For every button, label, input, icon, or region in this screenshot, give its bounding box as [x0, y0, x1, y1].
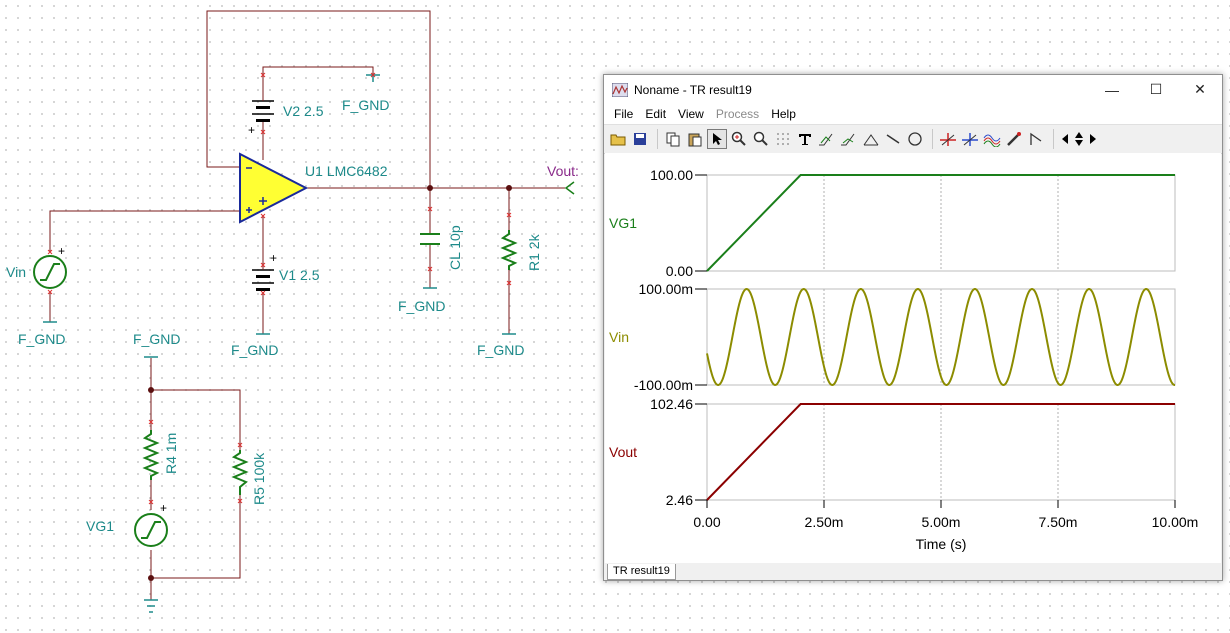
result-tab[interactable]: TR result19: [607, 564, 676, 580]
y-tick-label: 100.00m: [639, 281, 693, 297]
resistors[interactable]: [142, 230, 518, 495]
close-button[interactable]: ✕: [1194, 81, 1206, 97]
text-icon[interactable]: [795, 129, 815, 149]
scroll-right-icon[interactable]: [1087, 129, 1099, 149]
resistor-r4: [142, 430, 160, 480]
menu-help[interactable]: Help: [771, 107, 796, 121]
status-bar: TR result19: [604, 564, 1222, 580]
series-label: Vin: [609, 329, 629, 345]
ground-symbols: [43, 74, 516, 613]
waveform-plot[interactable]: 100.00 0.00 VG1 100.00m -100.00m Vin 102.46 2.4…: [605, 153, 1221, 563]
title-bar[interactable]: Noname - TR result19 — ☐ ✕: [604, 75, 1222, 104]
x-tick-label: 2.50m: [805, 514, 844, 530]
paste-icon[interactable]: [685, 129, 705, 149]
line-icon[interactable]: [883, 129, 903, 149]
y-tick-label: 2.46: [666, 492, 693, 508]
label-fgnd-cl: F_GND: [398, 298, 445, 314]
source-vg1[interactable]: [134, 513, 168, 547]
minimize-button[interactable]: —: [1105, 81, 1119, 98]
series-line-vg1: [706, 174, 1175, 272]
zoom-100-icon[interactable]: [751, 129, 771, 149]
capacitor-cl[interactable]: [420, 233, 440, 245]
series-label: Vout: [609, 444, 637, 460]
label-r5: R5 100k: [251, 452, 267, 505]
scroll-updown-icon[interactable]: [1073, 129, 1085, 149]
label-v1: V1 2.5: [279, 267, 320, 283]
battery-v2[interactable]: [252, 96, 274, 130]
maximize-button[interactable]: ☐: [1149, 81, 1163, 97]
cursor-a-icon[interactable]: [817, 129, 837, 149]
pointer-icon[interactable]: [707, 129, 727, 149]
label-fgnd-r1: F_GND: [477, 342, 524, 358]
label-r1: R1 2k: [526, 233, 542, 271]
menu-process[interactable]: Process: [715, 107, 760, 121]
menu-bar: File Edit View Process Help: [604, 104, 1222, 124]
y-tick-label: -100.00m: [634, 377, 693, 393]
formula-icon[interactable]: [861, 129, 881, 149]
scroll-left-icon[interactable]: [1059, 129, 1071, 149]
battery-v1[interactable]: [252, 265, 274, 291]
toolbar-separator: [932, 129, 933, 149]
copy-icon[interactable]: [663, 129, 683, 149]
x-tick-label: 0.00: [693, 514, 720, 530]
corner-icon[interactable]: [1026, 129, 1046, 149]
label-v2: V2 2.5: [283, 103, 324, 119]
app-icon: [612, 82, 628, 97]
open-icon[interactable]: [608, 129, 628, 149]
marker-b-icon[interactable]: [960, 129, 980, 149]
plus-vg1: +: [160, 501, 167, 515]
resistor-r1: [500, 230, 518, 270]
save-icon[interactable]: [630, 129, 650, 149]
menu-file[interactable]: File: [614, 107, 634, 121]
zoom-in-icon[interactable]: [729, 129, 749, 149]
label-vg1: VG1: [86, 518, 114, 534]
toolbar-separator: [1053, 129, 1054, 149]
toolbar-separator: [657, 129, 658, 149]
wires: [49, 10, 565, 600]
label-opamp: U1 LMC6482: [305, 163, 388, 179]
label-vin: Vin: [6, 264, 26, 280]
label-fgnd-v2: F_GND: [342, 97, 389, 113]
toolbar: [604, 124, 1222, 154]
x-tick-label: 5.00m: [922, 514, 961, 530]
y-tick-label: 0.00: [666, 263, 693, 279]
resistor-r5: [231, 450, 249, 495]
pen-icon[interactable]: [1004, 129, 1024, 149]
label-fgnd-top: F_GND: [133, 331, 180, 347]
marker-a-icon[interactable]: [938, 129, 958, 149]
series-line-vout: [706, 403, 1175, 501]
label-fgnd-v1: F_GND: [231, 342, 278, 358]
result-window: Noname - TR result19 — ☐ ✕ File Edit Vie…: [603, 74, 1223, 581]
pin-markers: [47, 72, 512, 505]
vout-terminal[interactable]: [564, 181, 575, 195]
plus-v2: +: [248, 123, 255, 137]
window-controls: — ☐ ✕: [1090, 75, 1222, 104]
junction-dots: [148, 185, 512, 581]
series-line-vin: [706, 287, 1176, 387]
menu-view[interactable]: View: [678, 107, 704, 121]
source-vin[interactable]: [33, 255, 67, 289]
label-vout: Vout:: [547, 163, 579, 179]
opamp-u1[interactable]: [239, 152, 309, 224]
y-tick-label: 100.00: [650, 167, 693, 183]
chart-svg: 100.00 0.00 VG1 100.00m -100.00m Vin 102.46 2.4…: [609, 167, 1199, 552]
x-tick-label: 7.50m: [1039, 514, 1078, 530]
plus-v1: +: [270, 251, 277, 265]
cursor-b-icon[interactable]: [839, 129, 859, 149]
plus-vin: +: [58, 244, 65, 258]
y-tick-label: 102.46: [650, 396, 693, 412]
window-title: Noname - TR result19: [634, 82, 752, 97]
circle-icon[interactable]: [905, 129, 925, 149]
curves-icon[interactable]: [982, 129, 1002, 149]
label-fgnd-vin: F_GND: [18, 331, 65, 347]
series-label: VG1: [609, 215, 637, 231]
label-cl: CL 10p: [447, 225, 463, 270]
grid-icon[interactable]: [773, 129, 793, 149]
x-axis-label: Time (s): [916, 536, 967, 552]
menu-edit[interactable]: Edit: [645, 107, 667, 121]
x-tick-label: 10.00m: [1152, 514, 1199, 530]
label-r4: R4 1m: [163, 433, 179, 474]
